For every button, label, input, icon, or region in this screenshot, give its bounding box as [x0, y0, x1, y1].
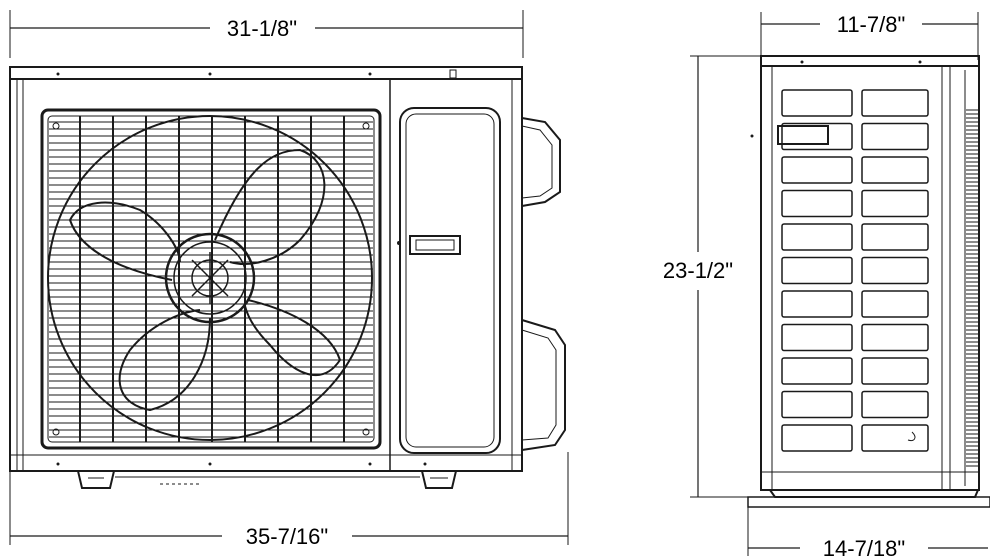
louver-slot-right: [861, 424, 929, 452]
louver-slot-left: [781, 122, 853, 151]
side-cabinet: [750, 55, 980, 491]
louver-slot-left: [781, 424, 853, 452]
louver-slot-right: [861, 390, 929, 419]
mounting-feet: [77, 470, 457, 489]
dim-top-width: 31-1/8": [9, 10, 524, 58]
dim-height: 23-1/2": [663, 55, 760, 498]
louver-slot-left: [781, 189, 853, 218]
louver-slot-right: [861, 89, 929, 117]
dim-bottom-width-label: 35-7/16": [246, 524, 328, 549]
louver-slot-right: [861, 290, 929, 318]
side-handle: [777, 125, 829, 145]
front-view: 31-1/8": [9, 10, 569, 549]
panel-handle: [409, 235, 461, 255]
louver-slot-right: [861, 357, 929, 385]
fan-grille: [40, 108, 382, 450]
side-view: 11-7/8" 23-1/2": [663, 12, 990, 560]
dim-top-width-label: 31-1/8": [227, 16, 297, 41]
louver-slot-left: [781, 290, 853, 318]
side-base: [747, 489, 990, 508]
side-fins: [966, 109, 978, 467]
louver-slot-left: [781, 256, 853, 285]
dim-base-depth: 14-7/18": [747, 497, 988, 560]
louver-slot-right: [861, 223, 929, 251]
louver-slot-right: [861, 323, 929, 352]
dim-bottom-width: 35-7/16": [9, 452, 569, 549]
louver-slot-left: [781, 390, 853, 419]
dim-top-depth: 11-7/8": [760, 12, 979, 60]
louver-slot-left: [781, 89, 853, 117]
louver-slot-right: [861, 256, 929, 285]
dim-top-depth-label: 11-7/8": [837, 12, 906, 37]
louver-slot-right: [861, 156, 929, 184]
louver-slot-left: [781, 323, 853, 352]
louver-slot-right: [861, 189, 929, 218]
side-louver-slots: [781, 89, 929, 452]
dim-height-label: 23-1/2": [663, 258, 733, 283]
cabinet: [9, 66, 523, 472]
valve-covers: [521, 117, 566, 451]
dim-base-depth-label: 14-7/18": [823, 536, 905, 560]
louver-slot-left: [781, 156, 853, 184]
louver-slot-left: [781, 357, 853, 385]
fan-blades: [47, 115, 373, 441]
service-panel: [397, 107, 501, 454]
louver-slot-right: [861, 122, 929, 151]
louver-slot-left: [781, 223, 853, 251]
